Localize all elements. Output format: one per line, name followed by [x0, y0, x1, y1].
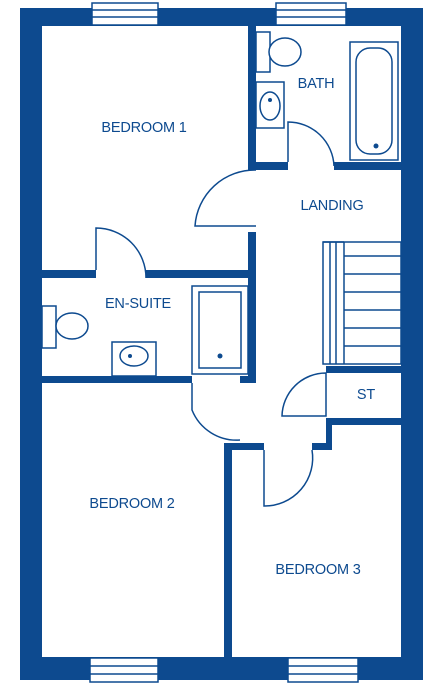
interior-walls [42, 26, 401, 657]
door-bedroom2 [191, 383, 241, 441]
window-bedroom2 [89, 657, 159, 683]
window-bedroom1 [91, 2, 159, 26]
ensuite-fixtures [41, 285, 249, 377]
room-labels: BEDROOM 1 BATH LANDING EN-SUITE ST BEDRO… [89, 76, 375, 578]
staircase [322, 241, 402, 365]
bath-toilet-icon [255, 31, 302, 73]
door-bedroom3 [263, 449, 314, 507]
door-store [281, 372, 327, 417]
windows [89, 2, 359, 683]
bath-basin-icon [255, 81, 285, 129]
room-label-store: ST [357, 387, 375, 403]
ensuite-basin-icon [111, 341, 157, 377]
bathtub-icon [349, 41, 399, 161]
room-label-bedroom3: BEDROOM 3 [275, 562, 360, 578]
ensuite-toilet-icon [41, 305, 89, 349]
shower-tray-icon [191, 285, 249, 375]
room-label-ensuite: EN-SUITE [105, 296, 172, 312]
bath-fixtures [255, 31, 399, 161]
door-bedroom1 [194, 169, 257, 227]
door-ensuite [95, 227, 147, 279]
room-label-landing: LANDING [300, 198, 363, 214]
room-label-bath: BATH [298, 76, 335, 92]
room-label-bedroom1: BEDROOM 1 [101, 120, 186, 136]
window-bedroom3 [287, 657, 359, 683]
door-bath [287, 121, 335, 167]
door-swings [95, 121, 335, 507]
window-bath [275, 2, 347, 26]
room-label-bedroom2: BEDROOM 2 [89, 496, 174, 512]
